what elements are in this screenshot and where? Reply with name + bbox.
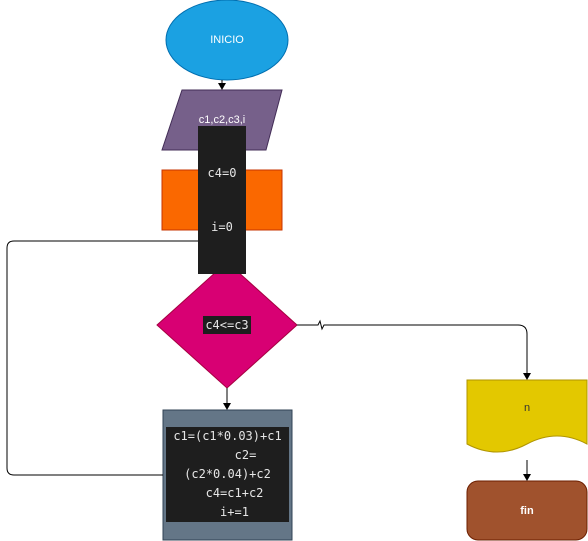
- end-terminal[interactable]: [466, 480, 588, 541]
- end-label: fin: [467, 481, 587, 540]
- loop-body-code: c1=(c1*0.03)+c1 c2= (c2*0.04)+c2 c4=c1+c…: [166, 427, 289, 522]
- decision-label: c4<=c3: [177, 315, 277, 335]
- loop-line-5: i+=1: [220, 505, 249, 519]
- init-code: c4=0 i=0: [198, 126, 246, 274]
- output-label: n: [467, 396, 587, 420]
- input-label-text: c1,c2,c3,i: [198, 114, 246, 126]
- output-label-text: n: [523, 402, 531, 414]
- input-parallelogram[interactable]: [161, 89, 283, 151]
- loop-line-1: c1=(c1*0.03)+c1: [173, 429, 282, 443]
- loop-line-3: (c2*0.04)+c2: [184, 467, 271, 481]
- init-line-2: i=0: [211, 220, 233, 234]
- connector-loop-back[interactable]: [6, 237, 227, 476]
- loop-line-4: c4=c1+c2: [205, 486, 264, 500]
- loop-line-2: c2=: [234, 448, 257, 462]
- init-line-1: c4=0: [207, 166, 237, 180]
- input-label: c1,c2,c3,i: [170, 100, 274, 140]
- start-terminal[interactable]: [165, 0, 289, 81]
- connector-decision-to-output[interactable]: [297, 319, 531, 380]
- start-label-text: INICIO: [210, 34, 244, 46]
- output-document[interactable]: [466, 379, 588, 453]
- init-label: c4=0 i=0: [162, 126, 282, 274]
- decision-label-text: c4<=c3: [203, 316, 251, 334]
- end-label-text: fin: [520, 504, 534, 517]
- start-label: INICIO: [166, 20, 288, 60]
